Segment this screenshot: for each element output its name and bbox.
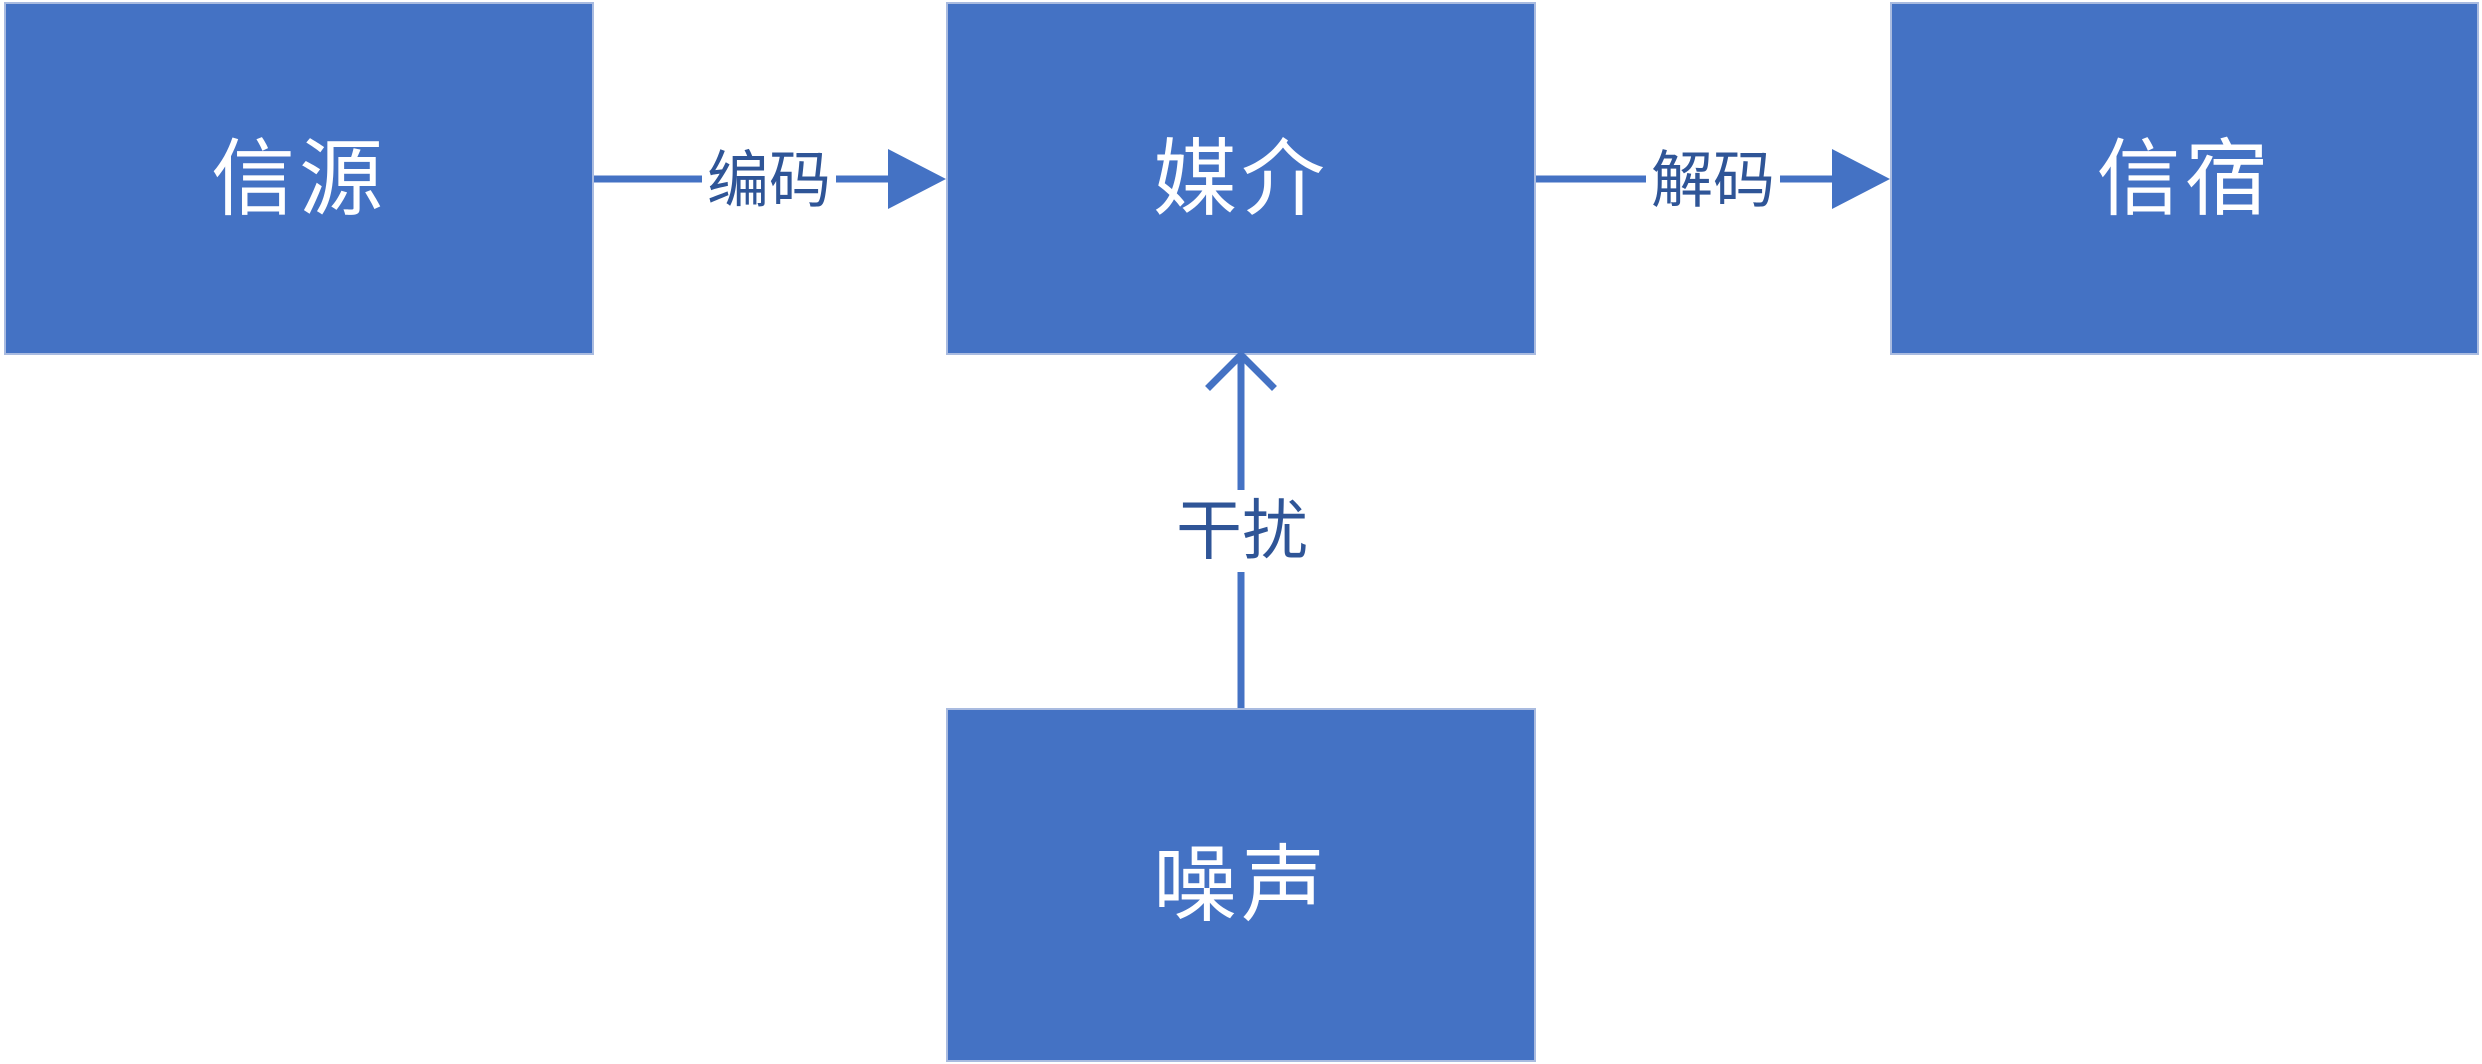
edge-source-to-medium: 编码: [594, 144, 946, 217]
node-noise: 噪声: [946, 708, 1536, 1062]
node-source: 信源: [4, 2, 594, 355]
node-sink: 信宿: [1890, 2, 2479, 355]
node-source-label: 信源: [210, 129, 387, 228]
edge-source-to-medium-arrowhead: [888, 149, 946, 209]
edge-medium-to-sink-arrowhead: [1832, 149, 1890, 209]
edge-medium-to-sink: 解码: [1536, 144, 1890, 217]
edge-noise-to-medium-label: 干扰: [1176, 493, 1308, 570]
edge-noise-to-medium-arrowhead: [1205, 350, 1277, 391]
edge-source-to-medium-label: 编码: [707, 144, 831, 217]
node-noise-label: 噪声: [1152, 836, 1329, 934]
edge-medium-to-sink-label: 解码: [1651, 144, 1775, 217]
node-medium-label: 媒介: [1152, 129, 1329, 228]
node-sink-label: 信宿: [2096, 129, 2273, 228]
edge-noise-to-medium: 干扰: [1176, 350, 1308, 708]
